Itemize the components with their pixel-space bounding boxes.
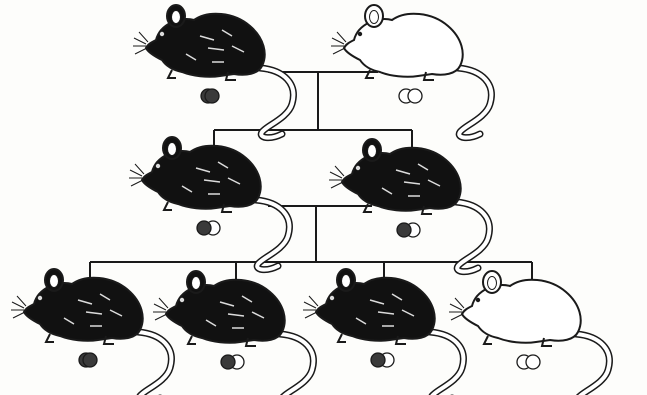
mouse-figure <box>133 5 293 138</box>
allele-pair-icon <box>201 89 219 103</box>
allele-pair-icon <box>221 355 244 369</box>
mouse-p1 <box>133 5 293 138</box>
dark-allele-dot <box>205 89 219 103</box>
dark-allele-dot <box>221 355 235 369</box>
mouse-f2b <box>153 271 313 395</box>
light-allele-dot <box>408 89 422 103</box>
dark-allele-dot <box>197 221 211 235</box>
mouse-f2a <box>11 269 171 395</box>
allele-pair-icon <box>399 89 422 103</box>
allele-pair-icon <box>517 355 540 369</box>
mouse-f2d <box>449 271 609 395</box>
mouse-figure <box>153 271 313 395</box>
mouse-figure <box>303 269 463 395</box>
dark-allele-dot <box>371 353 385 367</box>
dark-allele-dot <box>83 353 97 367</box>
allele-pair-icon <box>397 223 420 237</box>
mice-layer <box>11 5 609 395</box>
mouse-figure <box>11 269 171 395</box>
light-allele-dot <box>526 355 540 369</box>
mouse-figure <box>129 137 289 270</box>
dark-allele-dot <box>397 223 411 237</box>
mouse-f2c <box>303 269 463 395</box>
mouse-figure <box>449 271 609 395</box>
allele-pair-icon <box>79 353 97 367</box>
allele-pair-icon <box>197 221 220 235</box>
allele-pair-icon <box>371 353 394 367</box>
mouse-f1a <box>129 137 289 270</box>
